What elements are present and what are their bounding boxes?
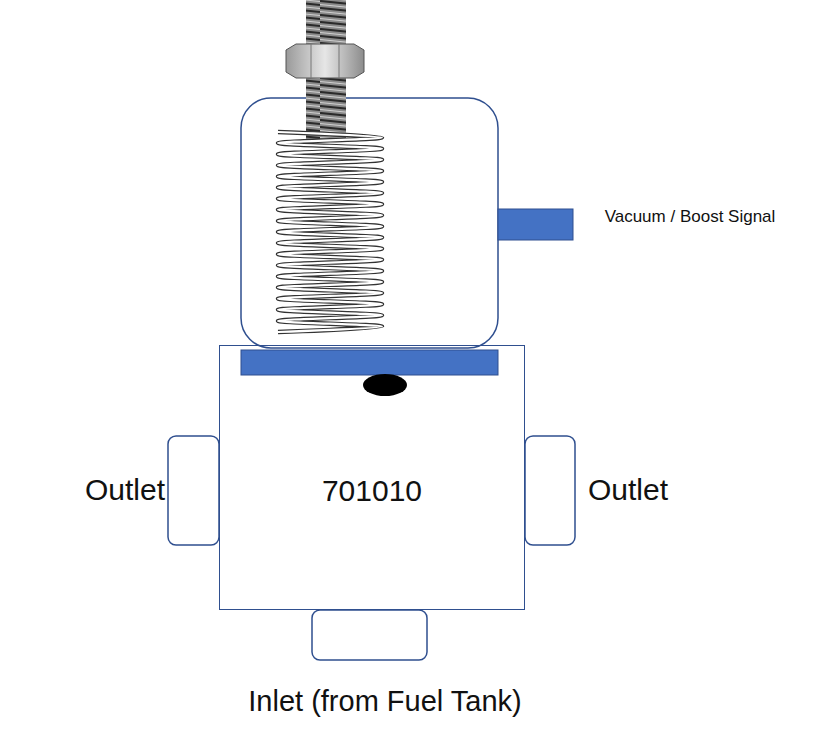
lock-nut bbox=[286, 44, 364, 78]
outlet-port bbox=[168, 436, 219, 545]
port-label: Outlet bbox=[40, 471, 165, 509]
diaphragm bbox=[241, 350, 498, 375]
inlet-port bbox=[312, 610, 427, 660]
outlet-port bbox=[525, 436, 575, 545]
signal-label: Vacuum / Boost Signal bbox=[600, 206, 780, 227]
part-number: 701010 bbox=[322, 474, 422, 508]
spring-housing bbox=[241, 98, 498, 348]
port-label: Inlet (from Fuel Tank) bbox=[150, 683, 620, 719]
valve-ball bbox=[363, 374, 407, 396]
port-label: Outlet bbox=[588, 471, 728, 509]
regulator-body: 701010 bbox=[219, 345, 525, 610]
spring bbox=[278, 132, 382, 332]
signal-port bbox=[498, 209, 573, 240]
